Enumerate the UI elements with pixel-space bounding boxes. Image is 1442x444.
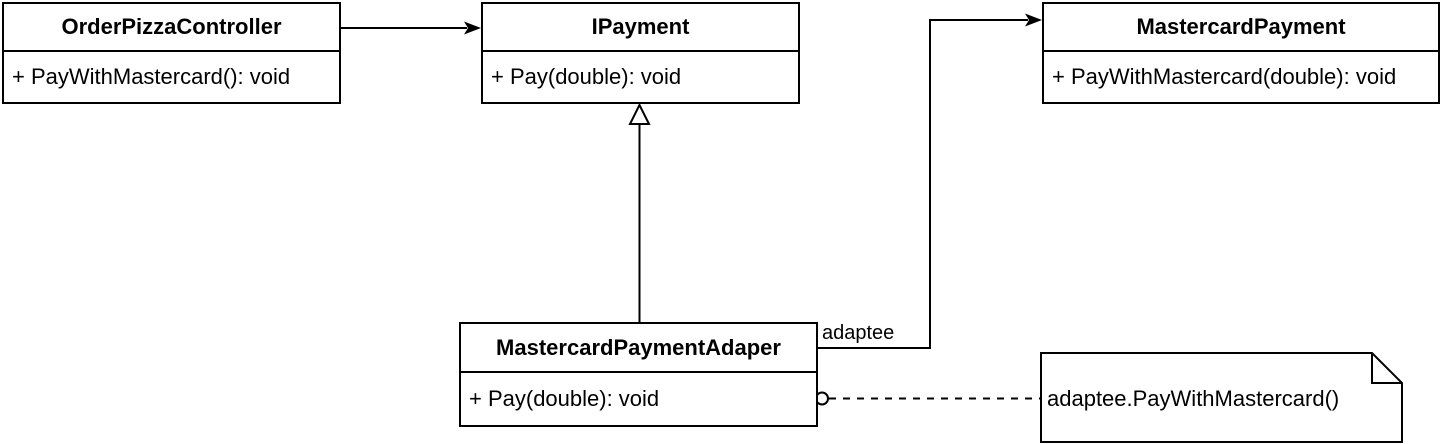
edge-association-adapter-to-mastercardpayment[interactable] — [818, 19, 1028, 349]
note-shape[interactable] — [1040, 352, 1403, 443]
class-title-mastercard-payment: MastercardPayment — [1044, 4, 1438, 52]
note-fold-icon — [1371, 353, 1402, 384]
note-text: adaptee.PayWithMastercard() — [1047, 386, 1340, 411]
class-title-ipayment: IPayment — [483, 4, 798, 52]
class-method-pay: + Pay(double): void — [491, 64, 682, 89]
class-method-pay-with-mastercard: + PayWithMastercard(): void — [12, 64, 291, 89]
arrowhead-to-mastercardpayment-icon — [1025, 13, 1042, 27]
hollow-triangle-arrowhead-icon — [628, 102, 651, 125]
class-method-pay-with-mastercard-double: + PayWithMastercard(double): void — [1052, 64, 1397, 89]
class-box-mastercard-payment[interactable]: MastercardPayment + PayWithMastercard(do… — [1042, 2, 1440, 104]
edge-label-adaptee: adaptee — [822, 321, 895, 345]
class-title-order-pizza-controller: OrderPizzaController — [4, 4, 339, 52]
class-title-mastercard-payment-adapter: MastercardPaymentAdaper — [461, 324, 816, 373]
class-method-adapter-pay: + Pay(double): void — [469, 386, 660, 411]
class-box-mastercard-payment-adapter[interactable]: MastercardPaymentAdaper + Pay(double): v… — [459, 322, 818, 427]
arrowhead-to-ipayment-icon — [464, 21, 481, 35]
class-box-ipayment[interactable]: IPayment + Pay(double): void — [481, 2, 800, 104]
class-box-order-pizza-controller[interactable]: OrderPizzaController + PayWithMastercard… — [2, 2, 341, 104]
